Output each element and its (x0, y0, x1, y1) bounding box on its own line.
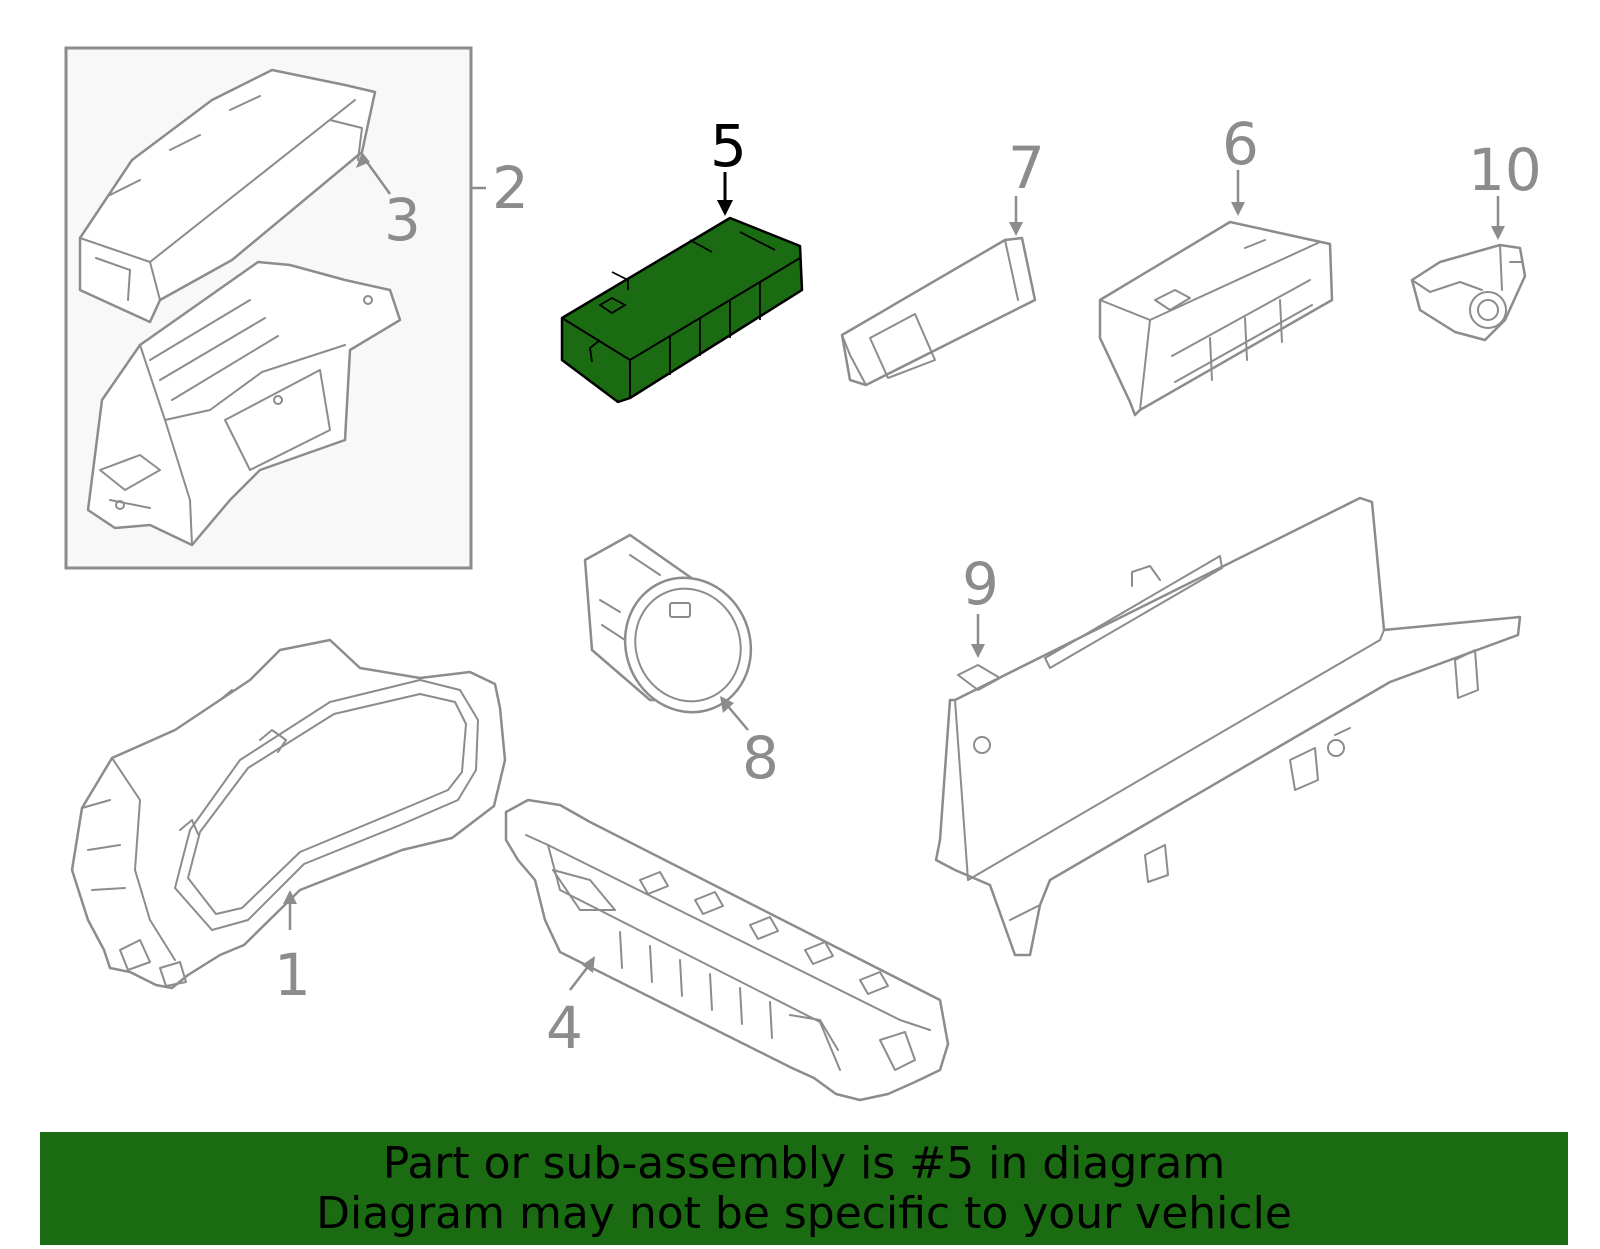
part-3-upper-cover[interactable] (78, 68, 377, 324)
part-4-climate-panel[interactable] (504, 798, 950, 1102)
leader-3 (362, 157, 392, 195)
leader-8 (725, 703, 749, 731)
leader-10-arrowhead (1491, 226, 1505, 240)
callout-8: 8 (742, 724, 779, 792)
leader-4-arrowhead (582, 956, 595, 973)
part-5-switch-module[interactable] (560, 216, 804, 404)
part-6-switch-panel[interactable] (1098, 220, 1334, 417)
callout-7: 7 (1008, 134, 1045, 202)
notice-banner: Part or sub-assembly is #5 in diagram Di… (40, 1132, 1568, 1245)
callout-4: 4 (546, 994, 583, 1062)
part-9-display[interactable] (934, 496, 1522, 957)
leader-1-arrowhead (283, 890, 297, 904)
callout-10: 10 (1468, 136, 1542, 204)
callout-1: 1 (274, 941, 311, 1009)
callout-2: 2 (492, 154, 529, 222)
leader-7-arrowhead (1009, 222, 1023, 236)
part-8-knob[interactable] (583, 533, 771, 731)
notice-line-2: Diagram may not be specific to your vehi… (316, 1187, 1292, 1239)
leader-8-arrowhead (720, 696, 734, 713)
leader-6-arrowhead (1231, 202, 1245, 216)
callout-9: 9 (962, 550, 999, 618)
subassembly-2-group[interactable]: 2 3 (64, 46, 529, 570)
leader-5-arrowhead (717, 200, 733, 216)
lower-housing[interactable] (86, 260, 402, 547)
leader-3-arrowhead (356, 152, 370, 168)
part-10-sensor[interactable] (1410, 243, 1527, 342)
part-1-instrument-cluster[interactable] (70, 638, 507, 990)
leader-9-arrowhead (971, 644, 985, 658)
callout-6: 6 (1222, 110, 1259, 178)
part-7-trim-bezel[interactable] (840, 236, 1037, 387)
callout-3: 3 (384, 186, 421, 254)
callout-5: 5 (710, 112, 747, 180)
notice-line-1: Part or sub-assembly is #5 in diagram (382, 1137, 1226, 1189)
